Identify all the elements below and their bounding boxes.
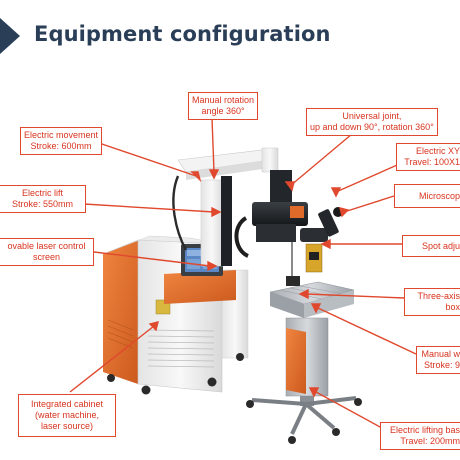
integrated-cabinet <box>102 235 249 395</box>
label-spot-adjust: Spot adju <box>402 235 460 257</box>
leader-lines <box>69 117 417 429</box>
lift-column <box>172 147 279 267</box>
label-universal-joint: Universal joint,up and down 90°, rotatio… <box>306 108 438 136</box>
label-integrated-cabinet: Integrated cabinet(water machine,laser s… <box>18 394 116 437</box>
title-arrow-icon <box>0 18 20 54</box>
page-title: Equipment configuration <box>34 22 331 46</box>
welding-head <box>234 170 343 280</box>
three-axis-table <box>269 276 355 318</box>
lifting-base <box>246 317 362 444</box>
label-microscope: Microscop <box>394 184 460 208</box>
